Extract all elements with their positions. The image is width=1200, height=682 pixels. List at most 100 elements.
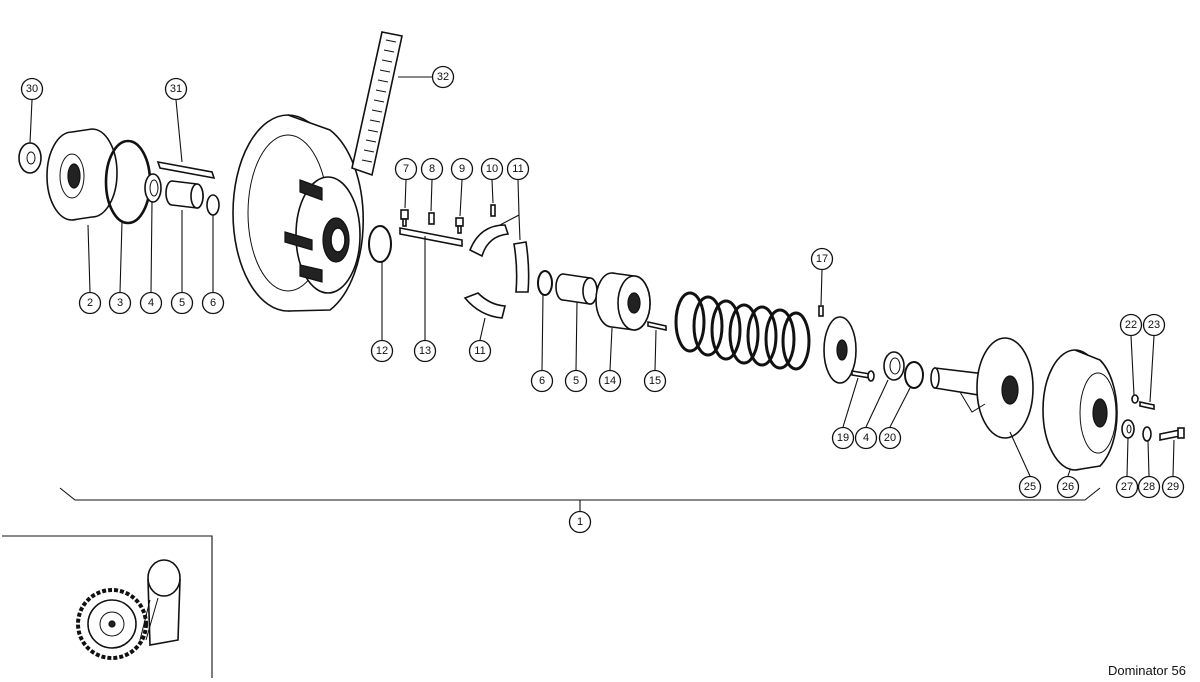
part-5b-bushing xyxy=(555,273,598,305)
part-31-key xyxy=(156,160,216,180)
callout-29: 29 xyxy=(1161,475,1185,499)
svg-text:13: 13 xyxy=(419,345,431,357)
model-label: Dominator 56 xyxy=(1107,663,1186,678)
callout-19: 19 xyxy=(831,426,855,450)
part-20-washer xyxy=(904,361,924,389)
svg-text:19: 19 xyxy=(837,432,849,444)
svg-text:11: 11 xyxy=(474,345,485,357)
svg-text:20: 20 xyxy=(884,432,896,444)
callout-20: 20 xyxy=(878,426,902,450)
part-30-washer xyxy=(18,142,42,174)
svg-text:12: 12 xyxy=(376,345,388,357)
svg-text:1: 1 xyxy=(577,516,583,528)
svg-text:4: 4 xyxy=(863,432,869,444)
svg-text:10: 10 xyxy=(486,163,498,175)
callout-7: 7 xyxy=(394,157,418,181)
spring xyxy=(674,291,811,371)
svg-text:25: 25 xyxy=(1024,481,1036,493)
part-15-pin xyxy=(647,321,667,331)
svg-text:30: 30 xyxy=(26,83,38,95)
callout-9: 9 xyxy=(450,157,474,181)
svg-text:15: 15 xyxy=(649,375,661,387)
svg-text:2: 2 xyxy=(87,297,93,309)
part-22-washer xyxy=(1131,394,1139,404)
part-7-screw xyxy=(400,209,409,227)
callout-14: 14 xyxy=(598,369,622,393)
svg-text:22: 22 xyxy=(1125,319,1137,331)
svg-text:17: 17 xyxy=(816,253,828,265)
svg-text:14: 14 xyxy=(604,375,616,387)
part-8-pin xyxy=(428,212,435,225)
svg-text:5: 5 xyxy=(573,375,579,387)
part-9-screw xyxy=(455,217,464,234)
svg-text:6: 6 xyxy=(210,297,216,309)
callout-22: 22 xyxy=(1119,313,1143,337)
part-10-pin xyxy=(490,204,496,217)
part-11-shoe-b xyxy=(513,241,530,293)
callout-31: 31 xyxy=(164,77,188,101)
callout-6a: 6 xyxy=(201,291,225,315)
part-2-housing xyxy=(46,128,118,221)
callout-5a: 5 xyxy=(170,291,194,315)
callout-1: 1 xyxy=(568,510,592,534)
svg-text:4: 4 xyxy=(148,297,154,309)
callout-3: 3 xyxy=(108,291,132,315)
callout-23: 23 xyxy=(1142,313,1166,337)
svg-text:5: 5 xyxy=(179,297,185,309)
callout-30: 30 xyxy=(20,77,44,101)
callout-6b: 6 xyxy=(530,369,554,393)
part-13-bar xyxy=(399,227,463,247)
part-19-bolt xyxy=(851,370,875,382)
part-32-belt xyxy=(351,31,403,177)
part-6-ring xyxy=(206,194,220,216)
svg-text:27: 27 xyxy=(1121,481,1133,493)
callout-4b: 4 xyxy=(854,426,878,450)
callout-12: 12 xyxy=(370,339,394,363)
part-12-ring xyxy=(368,225,392,263)
part-17-screw xyxy=(818,305,824,317)
leader-lines xyxy=(29,76,1175,512)
part-11-shoe-c xyxy=(463,292,507,319)
svg-text:29: 29 xyxy=(1167,481,1179,493)
callout-4a: 4 xyxy=(139,291,163,315)
svg-text:32: 32 xyxy=(437,71,449,83)
assembly-bracket xyxy=(59,487,1101,501)
svg-text:6: 6 xyxy=(539,375,545,387)
svg-text:3: 3 xyxy=(117,297,123,309)
svg-text:11: 11 xyxy=(512,163,523,175)
pulley-assembly xyxy=(232,114,365,312)
callout-32: 32 xyxy=(431,65,455,89)
part-27-nut xyxy=(1121,419,1135,439)
callout-15: 15 xyxy=(643,369,667,393)
svg-text:9: 9 xyxy=(459,163,465,175)
pressure-plate xyxy=(823,316,857,384)
part-14-hub xyxy=(595,272,651,331)
svg-text:23: 23 xyxy=(1148,319,1160,331)
svg-text:31: 31 xyxy=(170,83,182,95)
callout-17: 17 xyxy=(810,247,834,271)
part-29-bolt xyxy=(1159,427,1185,441)
part-4-washer xyxy=(144,173,162,203)
svg-text:8: 8 xyxy=(429,163,435,175)
callout-11a: 11 xyxy=(506,157,530,181)
part-5-bushing xyxy=(165,180,204,209)
part-25-shaft-flange xyxy=(930,337,1034,439)
part-23-bolt xyxy=(1139,401,1155,410)
part-11-shoe-a xyxy=(468,224,510,258)
callout-5b: 5 xyxy=(564,369,588,393)
callout-10: 10 xyxy=(480,157,504,181)
callout-28: 28 xyxy=(1137,475,1161,499)
part-4b-washer xyxy=(883,351,905,381)
callout-13: 13 xyxy=(413,339,437,363)
callout-8: 8 xyxy=(420,157,444,181)
svg-text:26: 26 xyxy=(1062,481,1074,493)
part-26-drum xyxy=(1042,349,1118,471)
part-6b-ring xyxy=(537,270,553,296)
callout-2: 2 xyxy=(78,291,102,315)
svg-text:28: 28 xyxy=(1143,481,1155,493)
callout-26: 26 xyxy=(1056,475,1080,499)
part-28-washer xyxy=(1142,426,1152,442)
callout-25: 25 xyxy=(1018,475,1042,499)
svg-text:7: 7 xyxy=(403,163,409,175)
